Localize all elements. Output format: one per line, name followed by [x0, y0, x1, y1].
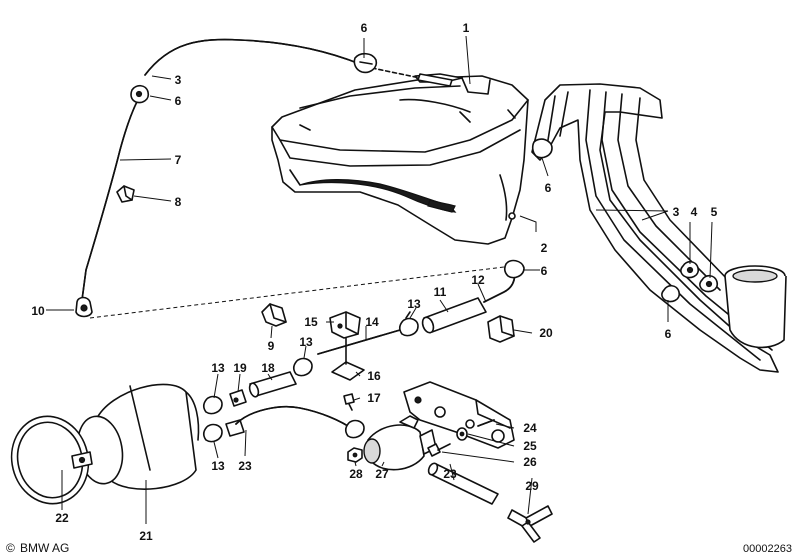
- clip-8: [116, 185, 135, 203]
- callout-6-hose12: 6: [541, 264, 548, 278]
- hose-23-upper: [235, 405, 355, 431]
- clamp-13-lower-a: [202, 395, 223, 415]
- document-number: 00002263: [743, 543, 792, 555]
- callout-6-top: 6: [361, 21, 368, 35]
- callout-29: 29: [525, 479, 539, 493]
- tee-connector-29: [507, 505, 553, 543]
- screw-26: [427, 443, 451, 457]
- hose-18: [248, 371, 297, 398]
- bracket-9: [261, 303, 287, 327]
- fuel-tank: [271, 73, 529, 245]
- callout-23-lower: 23: [443, 467, 457, 481]
- copyright-symbol: ©: [6, 541, 15, 555]
- callout-22: 22: [55, 511, 69, 525]
- callout-26: 26: [523, 455, 537, 469]
- callout-10: 10: [31, 304, 45, 318]
- callout-3-right: 3: [673, 205, 680, 219]
- washer-25: [456, 427, 468, 441]
- connection-line: [89, 265, 513, 319]
- pipe-14: [317, 329, 401, 355]
- callout-1: 1: [463, 21, 470, 35]
- callout-9: 9: [268, 339, 275, 353]
- callout-24: 24: [523, 421, 537, 435]
- carbon-canister: [76, 383, 200, 490]
- callout-21: 21: [139, 529, 153, 543]
- callout-27: 27: [375, 467, 389, 481]
- callout-19: 19: [233, 361, 247, 375]
- callout-13-lower-b: 13: [211, 459, 225, 473]
- filler-neck-assembly: [531, 83, 787, 373]
- mounting-band-22: [10, 415, 93, 505]
- callout-5: 5: [711, 205, 718, 219]
- callout-16: 16: [367, 369, 381, 383]
- bracket-15: [329, 311, 361, 339]
- callout-6-left: 6: [175, 94, 182, 108]
- callout-4: 4: [691, 205, 698, 219]
- callout-12: 12: [471, 273, 485, 287]
- callout-labels: 1 2 3 3 4 5 6 6 6 6 6 7 8 9 10 11 12 13 …: [31, 21, 717, 543]
- copyright-mark: © BMW AG: [6, 541, 69, 555]
- callout-7: 7: [175, 153, 182, 167]
- callout-6-tank: 6: [545, 181, 552, 195]
- clamp-13-mid: [292, 357, 313, 377]
- callout-6-right: 6: [665, 327, 672, 341]
- bolt-24: [477, 419, 495, 427]
- callout-25: 25: [523, 439, 537, 453]
- clamp-near-valve: [344, 419, 365, 439]
- callout-28: 28: [349, 467, 363, 481]
- screw-17: [343, 393, 355, 411]
- hose-12: [483, 259, 525, 303]
- clamp-13-upper: [398, 311, 419, 337]
- hose-11: [421, 297, 487, 334]
- clamp-13-lower-b: [202, 423, 223, 443]
- callout-23-upper: 23: [238, 459, 252, 473]
- brand-name: BMW AG: [20, 541, 69, 555]
- callout-17: 17: [367, 391, 381, 405]
- callout-13-mid: 13: [299, 335, 313, 349]
- callout-13-lower-a: 13: [211, 361, 225, 375]
- vent-hose-top: [144, 38, 453, 87]
- connector-19-b: [225, 419, 245, 437]
- callout-2: 2: [541, 241, 548, 255]
- vent-line: [75, 84, 150, 318]
- nut-28: [347, 447, 363, 463]
- callout-18: 18: [261, 361, 275, 375]
- callout-8: 8: [175, 195, 182, 209]
- valve-27: [363, 415, 437, 471]
- leader-lines: [46, 35, 713, 524]
- clip-20: [487, 315, 515, 343]
- callout-15: 15: [304, 315, 318, 329]
- callout-13-upper: 13: [407, 297, 421, 311]
- callout-3-left: 3: [175, 73, 182, 87]
- hose-23-lower: [427, 462, 499, 505]
- callout-20: 20: [539, 326, 553, 340]
- connector-19: [229, 389, 247, 407]
- callout-14: 14: [365, 315, 379, 329]
- plate-16: [331, 337, 365, 381]
- hose-clamp-top: [353, 52, 378, 74]
- callout-11: 11: [434, 285, 447, 299]
